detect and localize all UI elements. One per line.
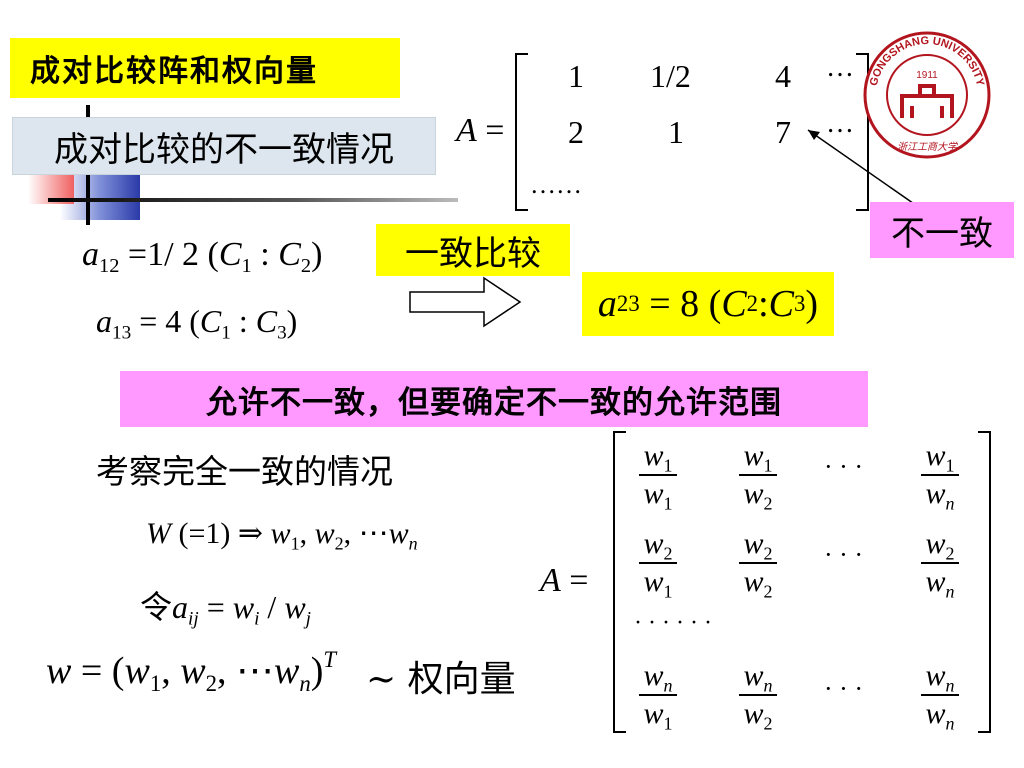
- equation-w-weights: W (=1) ⇒ w1, w2, ⋯wn: [146, 517, 418, 554]
- inconsistent-label: 不一致: [870, 202, 1014, 258]
- rown-dots: · · ·: [824, 674, 863, 703]
- matrix-a-label: A =: [456, 112, 505, 149]
- row2-dots: · · ·: [824, 540, 863, 569]
- matrix-w-brackets: [613, 431, 991, 733]
- weight-vector-label: ~ 权向量: [366, 659, 516, 700]
- consider-consistent-heading: 考察完全一致的情况: [96, 452, 393, 491]
- allow-inconsistency-banner: 允许不一致，但要确定不一致的允许范围: [120, 371, 868, 427]
- matrix-a-r2c1: 2: [568, 114, 584, 150]
- equation-weight-vector: w = (w1, w2, ⋯wn)T: [46, 647, 337, 696]
- matrix-ellipsis-row: · · · · · ·: [634, 610, 712, 636]
- matrix-a-r2c3: 7: [775, 114, 791, 150]
- row1-dots: · · ·: [824, 452, 863, 481]
- slide-subtitle: 成对比较的不一致情况: [12, 117, 436, 175]
- matrix-a-r2c2: 1: [668, 114, 684, 150]
- matrix-a-brackets: [515, 53, 869, 211]
- slide-title: 成对比较阵和权向量: [10, 38, 400, 98]
- svg-text:浙江工商大学: 浙江工商大学: [897, 141, 958, 153]
- matrix-w-label: A =: [540, 562, 589, 599]
- equation-a12: a12 =1/ 2 (C1 : C2): [82, 236, 323, 278]
- inconsistency-pointer-line: [807, 129, 921, 209]
- matrix-a-r1c3: 4: [775, 58, 791, 94]
- decorative-horizontal-line: [48, 198, 458, 202]
- matrix-a-r1c1: 1: [568, 58, 584, 94]
- equation-a13: a13 = 4 (C1 : C3): [96, 303, 298, 344]
- matrix-a-r1c2: 1/2: [650, 58, 691, 94]
- implies-arrow: [409, 276, 522, 328]
- matrix-a-r1c4: …: [826, 52, 854, 83]
- equation-let-aij: 令aij = wi / wj: [140, 588, 311, 630]
- consistent-comparison-label: 一致比较: [376, 224, 570, 276]
- svg-text:1911: 1911: [916, 70, 938, 81]
- matrix-a-r2c4: …: [826, 108, 854, 139]
- matrix-a-r3-dots: ……: [530, 170, 582, 199]
- university-logo: GONGSHANG UNIVERSITY 1911 浙江工商大学: [863, 31, 991, 159]
